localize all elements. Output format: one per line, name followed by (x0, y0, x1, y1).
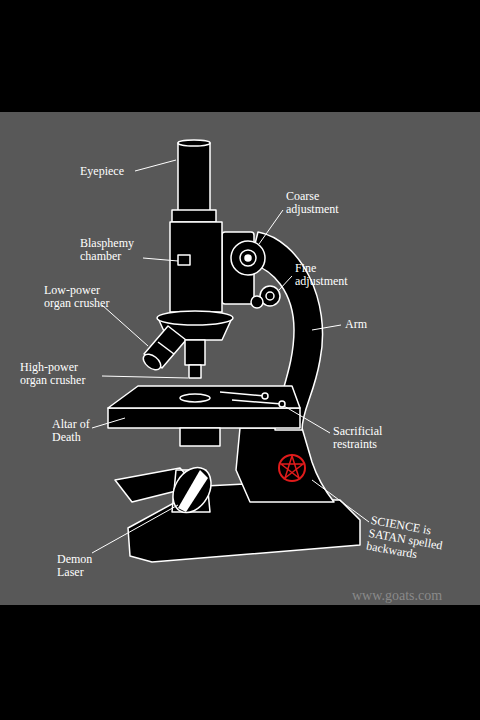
part-label: Demon Laser (57, 553, 102, 579)
part-label: Fine adjustment (295, 262, 365, 288)
part-label: High-power organ crusher (20, 361, 105, 387)
part-label: Coarse adjustment (286, 190, 356, 216)
part-label: Sacrificial restraints (333, 425, 403, 451)
part-label: Low-power organ crusher (44, 284, 124, 310)
watermark: www.goats.com (352, 588, 442, 603)
part-label: Arm (345, 318, 367, 331)
part-label: Blasphemy chamber (80, 237, 142, 263)
part-label: Eyepiece (80, 165, 124, 178)
part-label: Altar of Death (52, 418, 107, 444)
